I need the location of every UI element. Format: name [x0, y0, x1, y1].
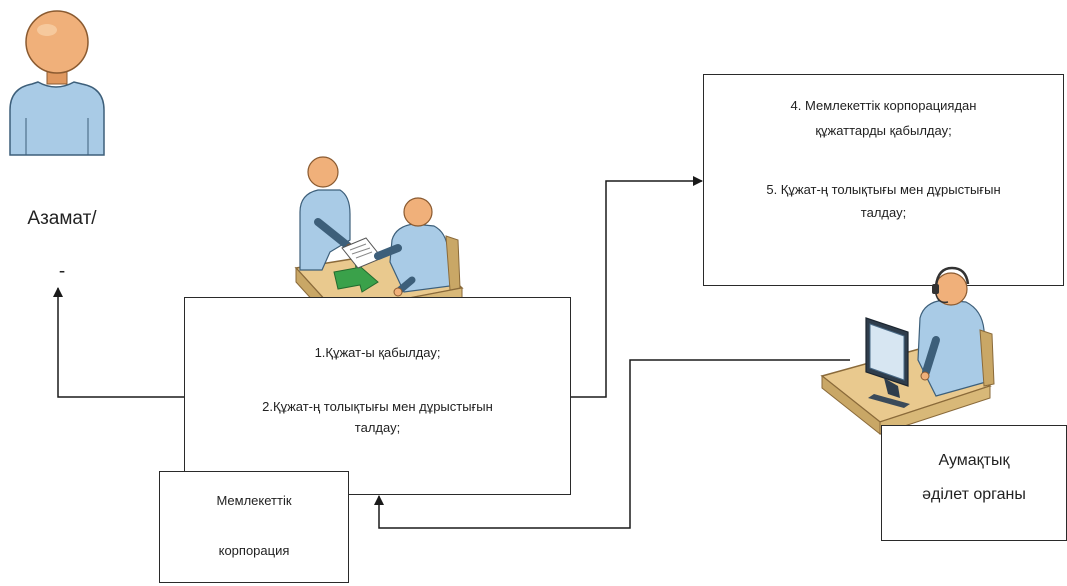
- state-corporation-box: [159, 471, 349, 583]
- citizen-label-dash: -: [58, 261, 66, 282]
- step4-text-line2: құжаттарды қабылдау;: [815, 123, 952, 138]
- justice-label-line1: Аумақтық: [938, 452, 1010, 469]
- corp-label-line1: Мемлекеттік: [216, 493, 292, 508]
- corp-label-line2: корпорация: [218, 543, 290, 558]
- arrow-return-to-center: [374, 359, 850, 529]
- ministry-process-box: [703, 74, 1064, 286]
- citizen-label: Азамат/: [27, 208, 97, 229]
- step5-text-line1: 5. Құжат-ң толықтығы мен дұрыстығын: [766, 182, 1001, 197]
- justice-label-line2: әділет органы: [922, 486, 1026, 503]
- territorial-justice-box: [881, 425, 1067, 541]
- step1-text: 1.Құжат-ы қабылдау;: [314, 345, 441, 360]
- center-process-box: [184, 297, 571, 495]
- step4-text-line1: 4. Мемлекеттік корпорациядан: [790, 98, 977, 113]
- step2-text-line2: талдау;: [354, 420, 401, 435]
- step2-text-line1: 2.Құжат-ң толықтығы мен дұрыстығын: [262, 399, 493, 414]
- step5-text-line2: талдау;: [860, 205, 907, 220]
- arrow-to-citizen: [53, 287, 184, 398]
- arrow-to-ministry: [570, 176, 703, 398]
